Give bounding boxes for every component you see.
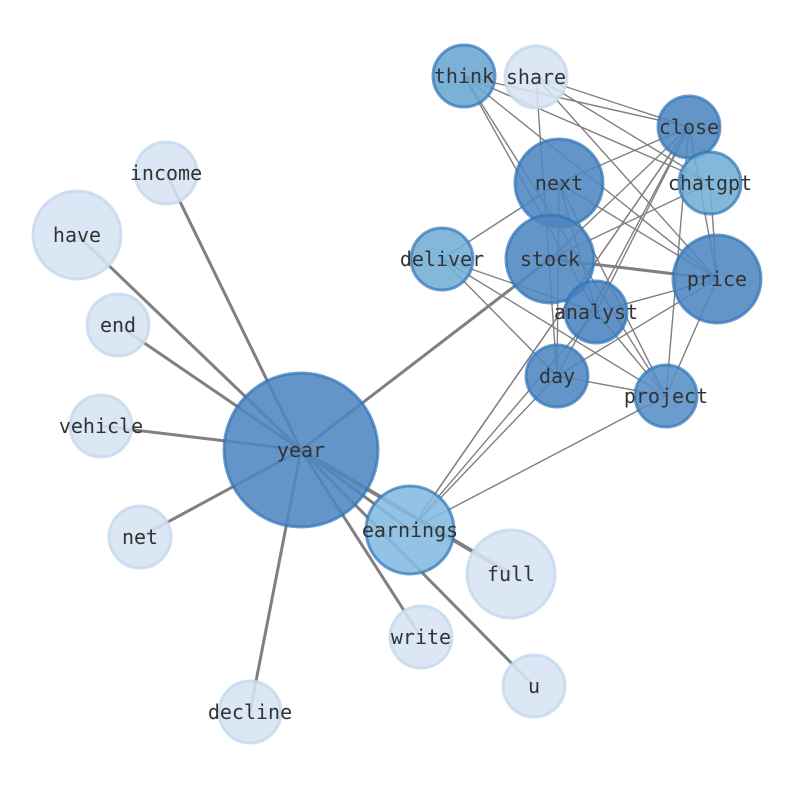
node-circle (217, 679, 283, 745)
node-label-earnings: earnings (362, 518, 458, 542)
node-label-think: think (434, 64, 494, 88)
node-share[interactable] (503, 44, 569, 110)
node-circle (107, 504, 173, 570)
node-vehicle[interactable] (68, 393, 134, 459)
node-label-have: have (53, 223, 101, 247)
node-close[interactable] (656, 94, 722, 160)
nodes: year think share close chatgpt next deliver sto… (31, 43, 763, 745)
node-decline[interactable] (217, 679, 283, 745)
node-have[interactable] (31, 189, 123, 281)
node-circle (677, 150, 743, 216)
edge-project-earnings (409, 395, 667, 531)
node-label-vehicle: vehicle (59, 414, 143, 438)
edge-share-chatgpt (535, 76, 711, 184)
node-label-stock: stock (520, 247, 580, 271)
node-write[interactable] (388, 604, 454, 670)
node-label-u: u (528, 674, 540, 698)
node-think[interactable] (431, 43, 497, 109)
node-label-share: share (506, 65, 566, 89)
node-circle (656, 94, 722, 160)
node-income[interactable] (133, 140, 199, 206)
node-net[interactable] (107, 504, 173, 570)
node-full[interactable] (465, 528, 557, 620)
node-label-day: day (539, 364, 575, 388)
node-earnings[interactable] (364, 484, 456, 576)
node-price[interactable] (671, 233, 763, 325)
edge-deliver-project (441, 258, 667, 397)
node-end[interactable] (85, 292, 151, 358)
node-analyst[interactable] (563, 279, 629, 345)
node-label-year: year (277, 438, 325, 462)
node-circle (501, 653, 567, 719)
node-circle (31, 189, 123, 281)
node-circle (524, 343, 590, 409)
node-circle (388, 604, 454, 670)
node-circle (431, 43, 497, 109)
node-label-analyst: analyst (554, 300, 638, 324)
node-label-decline: decline (208, 700, 292, 724)
node-u[interactable] (501, 653, 567, 719)
node-label-price: price (687, 267, 747, 291)
node-deliver[interactable] (409, 226, 475, 292)
node-circle (563, 279, 629, 345)
node-chatgpt[interactable] (677, 150, 743, 216)
edge-close-analyst (595, 126, 690, 313)
node-circle (364, 484, 456, 576)
node-label-chatgpt: chatgpt (668, 171, 752, 195)
node-circle (68, 393, 134, 459)
node-circle (85, 292, 151, 358)
node-circle (671, 233, 763, 325)
node-label-deliver: deliver (400, 247, 484, 271)
node-label-net: net (122, 525, 158, 549)
node-label-next: next (535, 171, 583, 195)
node-day[interactable] (524, 343, 590, 409)
node-label-write: write (391, 625, 451, 649)
edge-earnings-close (409, 126, 690, 531)
node-label-close: close (659, 115, 719, 139)
node-label-full: full (487, 562, 535, 586)
node-label-end: end (100, 313, 136, 337)
node-stock[interactable] (504, 213, 596, 305)
node-project[interactable] (633, 363, 699, 429)
node-circle (504, 213, 596, 305)
node-circle (633, 363, 699, 429)
node-label-income: income (130, 161, 202, 185)
node-circle (409, 226, 475, 292)
node-year[interactable] (222, 371, 380, 529)
node-circle (222, 371, 380, 529)
node-circle (133, 140, 199, 206)
node-label-project: project (624, 384, 708, 408)
node-circle (465, 528, 557, 620)
node-circle (503, 44, 569, 110)
